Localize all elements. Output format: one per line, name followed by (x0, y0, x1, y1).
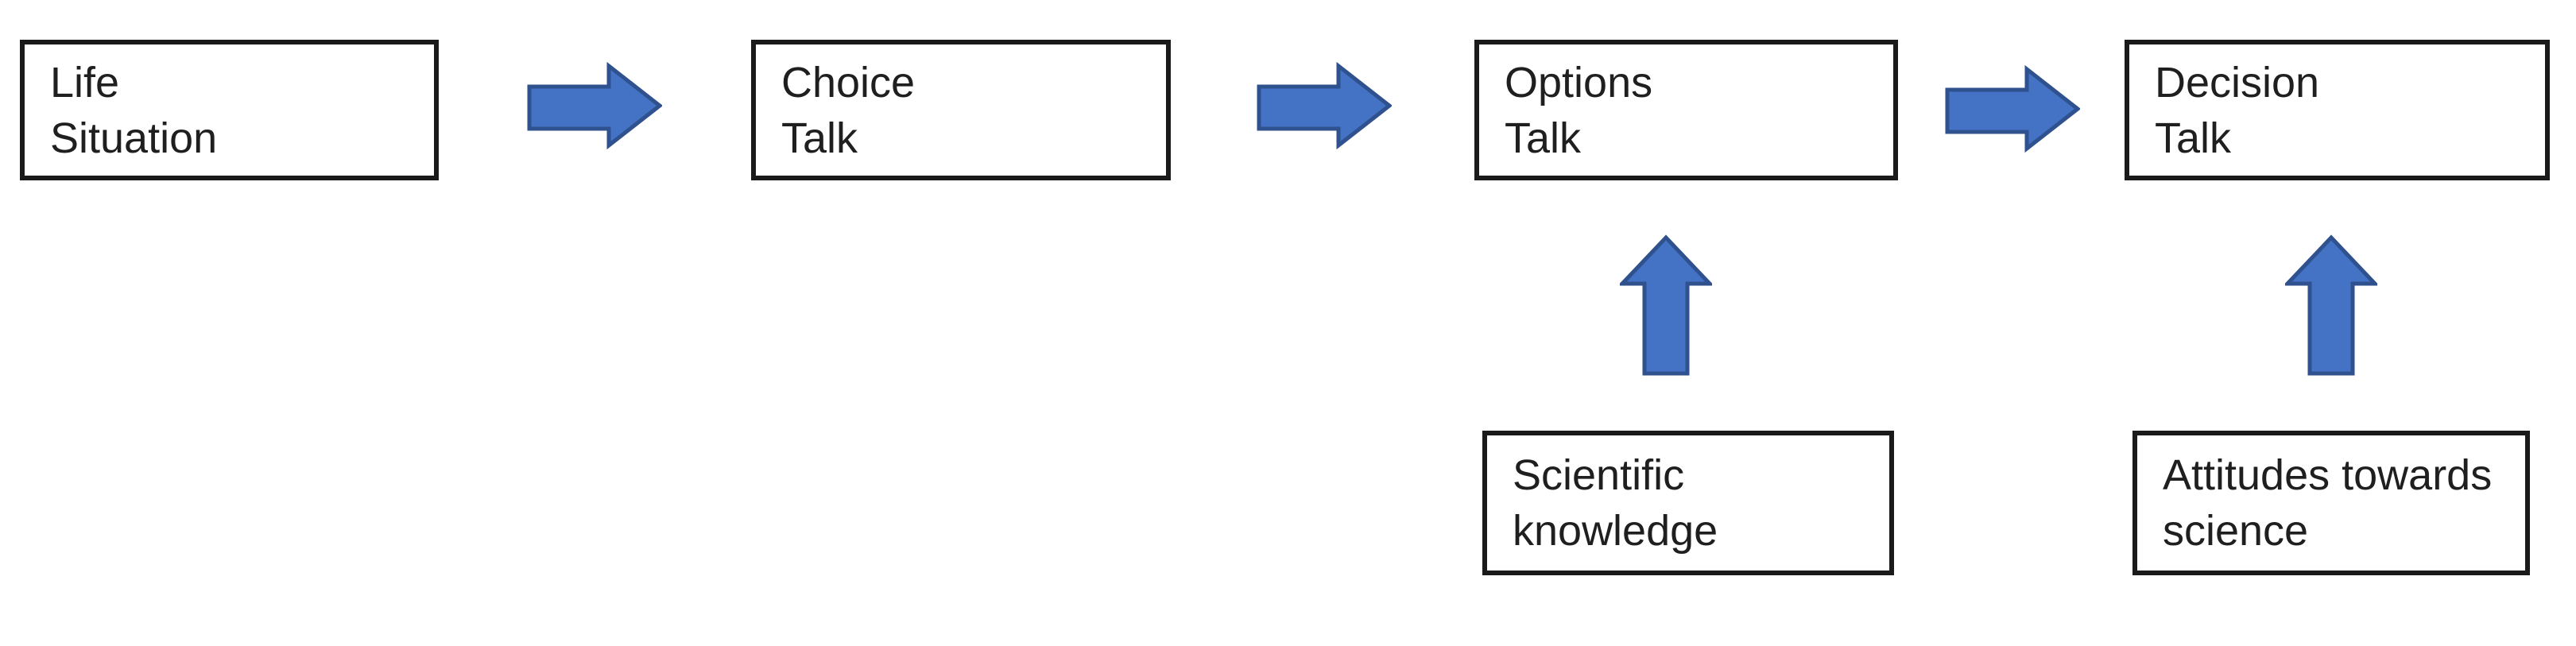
box-life-situation-label-line1: Life (50, 58, 120, 106)
box-attitudes-towards-science-label-line2: science (2163, 507, 2309, 555)
box-decision-talk-label-line2: Talk (2155, 114, 2232, 162)
box-life-situation: Life Situation (20, 40, 439, 180)
arrow-life-situation-to-choice-talk-icon (527, 61, 662, 149)
arrow-scientific-knowledge-to-options-talk-icon (1620, 234, 1712, 376)
arrow-options-talk-to-decision-talk-icon (1945, 64, 2080, 153)
box-decision-talk: Decision Talk (2125, 40, 2550, 180)
box-scientific-knowledge-label-line2: knowledge (1513, 507, 1718, 555)
box-decision-talk-label-line1: Decision (2155, 58, 2320, 106)
box-options-talk-label-line2: Talk (1505, 114, 1582, 162)
box-scientific-knowledge: Scientific knowledge (1482, 431, 1894, 575)
box-life-situation-label-line2: Situation (50, 114, 218, 162)
box-options-talk: Options Talk (1474, 40, 1898, 180)
box-choice-talk-label-line1: Choice (781, 58, 916, 106)
box-attitudes-towards-science: Attitudes towards science (2132, 431, 2530, 575)
box-scientific-knowledge-label-line1: Scientific (1513, 451, 1685, 499)
box-choice-talk: Choice Talk (751, 40, 1171, 180)
box-choice-talk-label-line2: Talk (781, 114, 858, 162)
arrow-attitudes-towards-science-to-decision-talk-icon (2285, 234, 2377, 376)
arrow-choice-talk-to-options-talk-icon (1257, 61, 1392, 149)
box-options-talk-label-line1: Options (1505, 58, 1653, 106)
box-attitudes-towards-science-label-line1: Attitudes towards (2163, 451, 2493, 499)
